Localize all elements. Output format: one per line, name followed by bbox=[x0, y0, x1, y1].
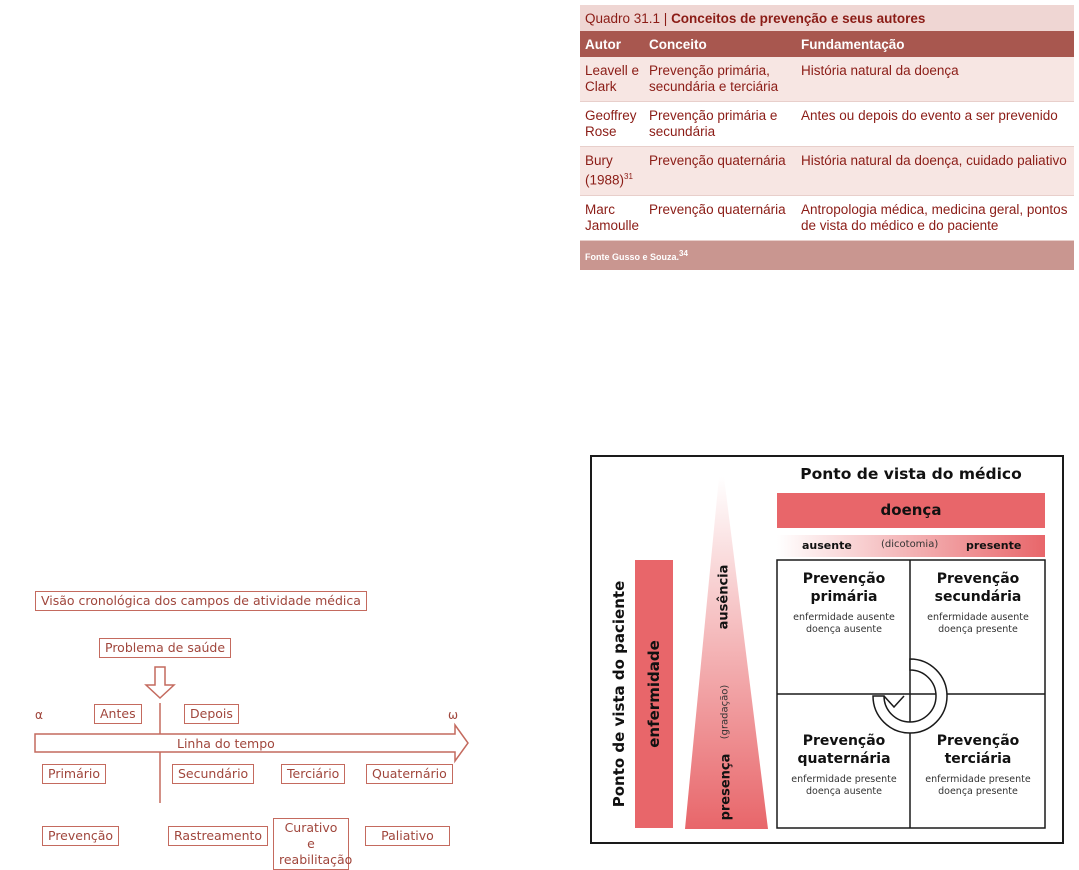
concepts-table: Quadro 31.1 | Conceitos de prevenção e s… bbox=[580, 5, 1074, 270]
footer-text: Fonte Gusso e Souza. bbox=[585, 251, 680, 262]
timeline-arrow-icon bbox=[34, 722, 469, 764]
cell-autor: Marc Jamoulle bbox=[580, 195, 645, 241]
after-box: Depois bbox=[184, 704, 239, 724]
presence-label: presença bbox=[718, 753, 734, 821]
field-screening-box: Rastreamento bbox=[168, 826, 269, 846]
disease-bar bbox=[777, 493, 1045, 528]
cell-conceito: Prevenção quaternária bbox=[644, 195, 797, 241]
timeline-title: Visão cronológica dos campos de atividad… bbox=[35, 591, 367, 611]
absence-label: ausência bbox=[716, 564, 732, 630]
cell-title: Prevenção quaternária bbox=[797, 733, 891, 767]
level-secondary-box: Secundário bbox=[172, 764, 255, 784]
cell-secondary-prevention: Prevenção secundária enfermidade ausente… bbox=[913, 570, 1043, 636]
header-conceito: Conceito bbox=[644, 31, 797, 57]
present-label: presente bbox=[966, 539, 1022, 552]
cell-title: Prevenção terciária bbox=[936, 733, 1020, 767]
dichotomy-bar bbox=[777, 535, 1045, 557]
cell-fundamentacao: História natural da doença bbox=[796, 57, 1074, 102]
cell-fundamentacao: Antes ou depois do evento a ser prevenid… bbox=[796, 101, 1074, 147]
table-row: Bury (1988)31 Prevenção quaternária Hist… bbox=[580, 146, 1074, 196]
cell-illness-state: enfermidade presente bbox=[925, 774, 1031, 785]
health-problem-box: Problema de saúde bbox=[99, 638, 232, 658]
cell-illness-state: enfermidade presente bbox=[791, 774, 897, 785]
cell-title: Prevenção primária bbox=[802, 571, 886, 605]
field-curative-box: Curativo e reabilitação bbox=[273, 818, 352, 870]
level-tertiary-box: Terciário bbox=[281, 764, 346, 784]
cell-conceito: Prevenção quaternária bbox=[644, 146, 797, 196]
header-autor: Autor bbox=[580, 31, 645, 57]
down-arrow-icon bbox=[144, 666, 176, 700]
cell-autor: Bury (1988)31 bbox=[580, 146, 645, 196]
illness-bar bbox=[635, 560, 673, 828]
dichotomy-label: (dicotomia) bbox=[881, 539, 939, 550]
caption-prefix: Quadro 31.1 | bbox=[585, 10, 672, 26]
gradation-label: (gradação) bbox=[719, 684, 731, 740]
cycle-arrow-icon bbox=[872, 658, 948, 734]
cell-fundamentacao: Antropologia médica, medicina geral, pon… bbox=[796, 195, 1074, 241]
caption-title: Conceitos de prevenção e seus autores bbox=[671, 10, 926, 26]
timeline-graphics bbox=[34, 666, 469, 803]
disease-label: doença bbox=[880, 501, 942, 519]
field-prevention-box: Prevenção bbox=[42, 826, 120, 846]
timeline-diagram: Visão cronológica dos campos de atividad… bbox=[30, 585, 480, 870]
table-footer-row: Fonte Gusso e Souza.34 bbox=[580, 240, 1074, 270]
table-row: Leavell e Clark Prevenção primária, secu… bbox=[580, 57, 1074, 102]
cell-fundamentacao: História natural da doença, cuidado pali… bbox=[796, 146, 1074, 196]
cell-conceito: Prevenção primária, secundária e terciár… bbox=[644, 57, 797, 102]
level-quaternary-box: Quaternário bbox=[366, 764, 453, 784]
cell-disease-state: doença presente bbox=[938, 786, 1018, 797]
patient-view-title: Ponto de vista do paciente bbox=[610, 580, 628, 808]
autor-reference: 31 bbox=[624, 172, 633, 181]
timeline-axis-label: Linha do tempo bbox=[177, 736, 275, 751]
cell-autor: Leavell e Clark bbox=[580, 57, 645, 102]
table-row: Geoffrey Rose Prevenção primária e secun… bbox=[580, 101, 1074, 147]
cell-disease-state: doença ausente bbox=[806, 786, 882, 797]
table-caption-row: Quadro 31.1 | Conceitos de prevenção e s… bbox=[580, 5, 1074, 31]
header-fundamentacao: Fundamentação bbox=[796, 31, 1074, 57]
cell-tertiary-prevention: Prevenção terciária enfermidade presente… bbox=[913, 732, 1043, 798]
cell-conceito: Prevenção primária e secundária bbox=[644, 101, 797, 147]
doctor-view-title: Ponto de vista do médico bbox=[800, 465, 1022, 483]
before-box: Antes bbox=[94, 704, 142, 724]
alpha-symbol: α bbox=[35, 708, 43, 722]
table-caption: Quadro 31.1 | Conceitos de prevenção e s… bbox=[580, 5, 1074, 31]
cell-disease-state: doença presente bbox=[938, 624, 1018, 635]
cell-autor: Geoffrey Rose bbox=[580, 101, 645, 147]
field-palliative-box: Paliativo bbox=[365, 826, 450, 846]
table-header-row: Autor Conceito Fundamentação bbox=[580, 31, 1074, 57]
matrix-graphics bbox=[635, 477, 1046, 829]
cell-disease-state: doença ausente bbox=[806, 624, 882, 635]
cell-illness-state: enfermidade ausente bbox=[927, 612, 1029, 623]
gradation-triangle bbox=[685, 477, 768, 829]
omega-symbol: ω bbox=[448, 708, 459, 722]
autor-text: Bury (1988) bbox=[585, 153, 625, 188]
level-primary-box: Primário bbox=[42, 764, 107, 784]
cell-illness-state: enfermidade ausente bbox=[793, 612, 895, 623]
table-row: Marc Jamoulle Prevenção quaternária Antr… bbox=[580, 195, 1074, 241]
cell-quaternary-prevention: Prevenção quaternária enfermidade presen… bbox=[780, 732, 908, 798]
table-footer: Fonte Gusso e Souza.34 bbox=[580, 240, 1074, 270]
prevention-matrix-diagram: Ponto de vista do médico doença ausente … bbox=[590, 455, 1064, 844]
cell-title: Prevenção secundária bbox=[934, 571, 1022, 605]
illness-label: enfermidade bbox=[645, 640, 663, 748]
footer-reference: 34 bbox=[679, 248, 688, 258]
absent-label: ausente bbox=[802, 539, 852, 552]
